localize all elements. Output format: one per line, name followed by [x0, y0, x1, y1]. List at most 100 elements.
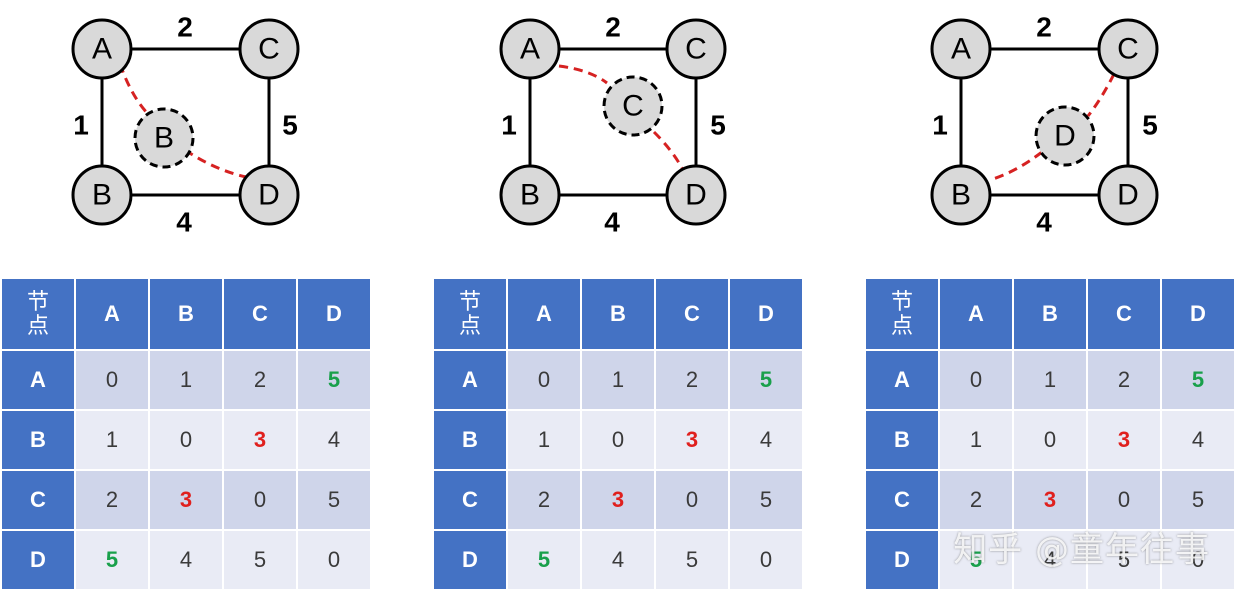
ghost-node [602, 75, 664, 137]
distance-cell: 1 [1014, 351, 1086, 409]
distance-cell: 0 [1014, 411, 1086, 469]
distance-cell: 5 [298, 471, 370, 529]
corner-label-char: 点 [458, 313, 481, 338]
node-c [665, 18, 727, 80]
distance-cell: 0 [76, 351, 148, 409]
distance-cell: 5 [730, 471, 802, 529]
column-header: D [730, 279, 802, 349]
distance-cell: 1 [508, 411, 580, 469]
distance-cell: 4 [1162, 411, 1234, 469]
node-b-label: B [92, 179, 112, 212]
distance-cell: 5 [508, 531, 580, 589]
table-corner-header: 节点 [866, 279, 938, 349]
distance-cell: 4 [730, 411, 802, 469]
row-header: D [434, 531, 506, 589]
node-d-label: D [685, 179, 707, 212]
node-a [71, 18, 133, 80]
row-header: D [2, 531, 74, 589]
distance-cell: 5 [224, 531, 296, 589]
node-d-label: D [258, 179, 280, 212]
column-header: C [1088, 279, 1160, 349]
distance-cell: 5 [1088, 531, 1160, 589]
distance-cell: 3 [224, 411, 296, 469]
node-a-label: A [92, 33, 112, 66]
distance-cell: 1 [582, 351, 654, 409]
column-header: D [1162, 279, 1234, 349]
node-b-label: B [520, 179, 540, 212]
corner-label-char: 点 [890, 313, 913, 338]
distance-cell: 0 [298, 531, 370, 589]
distance-cell: 0 [1162, 531, 1234, 589]
distance-cell: 0 [656, 471, 728, 529]
ghost-node [1034, 105, 1096, 167]
node-d [665, 164, 727, 226]
distance-cell: 2 [656, 351, 728, 409]
distance-cell: 0 [150, 411, 222, 469]
distance-cell: 1 [940, 411, 1012, 469]
path-ghost-d [184, 148, 247, 179]
corner-label-char: 节 [26, 289, 49, 314]
distance-cell: 3 [582, 471, 654, 529]
node-b-label: B [951, 179, 971, 212]
ghost-node-label: D [1054, 120, 1076, 153]
weight-b-d: 4 [1036, 207, 1052, 238]
distance-cell: 3 [1088, 411, 1160, 469]
column-header: B [1014, 279, 1086, 349]
distance-cell: 3 [1014, 471, 1086, 529]
weight-a-c: 2 [1036, 12, 1052, 43]
ghost-node [133, 107, 195, 169]
weight-c-d: 5 [710, 110, 726, 141]
distance-cell: 4 [298, 411, 370, 469]
column-header: A [508, 279, 580, 349]
column-header: C [656, 279, 728, 349]
node-c [1097, 18, 1159, 80]
corner-label-char: 节 [458, 289, 481, 314]
distance-cell: 4 [150, 531, 222, 589]
node-c [238, 18, 300, 80]
row-header: B [866, 411, 938, 469]
weight-a-b: 1 [73, 110, 89, 141]
graph-3: D A C B D 2 1 5 4 [930, 12, 1159, 238]
node-a-label: A [520, 33, 540, 66]
distance-cell: 4 [582, 531, 654, 589]
column-header: B [150, 279, 222, 349]
path-ghost-d [652, 130, 684, 169]
distance-cell: 0 [940, 351, 1012, 409]
distance-cell: 2 [76, 471, 148, 529]
row-header: C [434, 471, 506, 529]
distance-cell: 1 [76, 411, 148, 469]
ghost-node-label: C [622, 90, 644, 123]
corner-label-char: 点 [26, 313, 49, 338]
weight-c-d: 5 [1142, 110, 1158, 141]
distance-cell: 5 [298, 351, 370, 409]
row-header: A [434, 351, 506, 409]
node-d [238, 164, 300, 226]
weight-c-d: 5 [282, 110, 298, 141]
table-corner-header: 节点 [434, 279, 506, 349]
column-header: B [582, 279, 654, 349]
weight-b-d: 4 [604, 207, 620, 238]
distance-cell: 2 [1088, 351, 1160, 409]
weight-a-c: 2 [177, 12, 193, 43]
distance-cell: 5 [730, 351, 802, 409]
distance-cell: 2 [224, 351, 296, 409]
column-header: D [298, 279, 370, 349]
distance-cell: 3 [656, 411, 728, 469]
distance-cell: 5 [76, 531, 148, 589]
weight-a-c: 2 [605, 12, 621, 43]
path-c-ghost [1086, 73, 1116, 117]
distance-cell: 0 [730, 531, 802, 589]
weight-b-d: 4 [176, 207, 192, 238]
path-a-ghost [558, 64, 608, 85]
row-header: C [866, 471, 938, 529]
node-a [499, 18, 561, 80]
graph-2: C A C B D 2 1 5 4 [499, 12, 727, 238]
distance-cell: 5 [940, 531, 1012, 589]
node-c-label: C [258, 33, 280, 66]
weight-a-b: 1 [932, 110, 948, 141]
